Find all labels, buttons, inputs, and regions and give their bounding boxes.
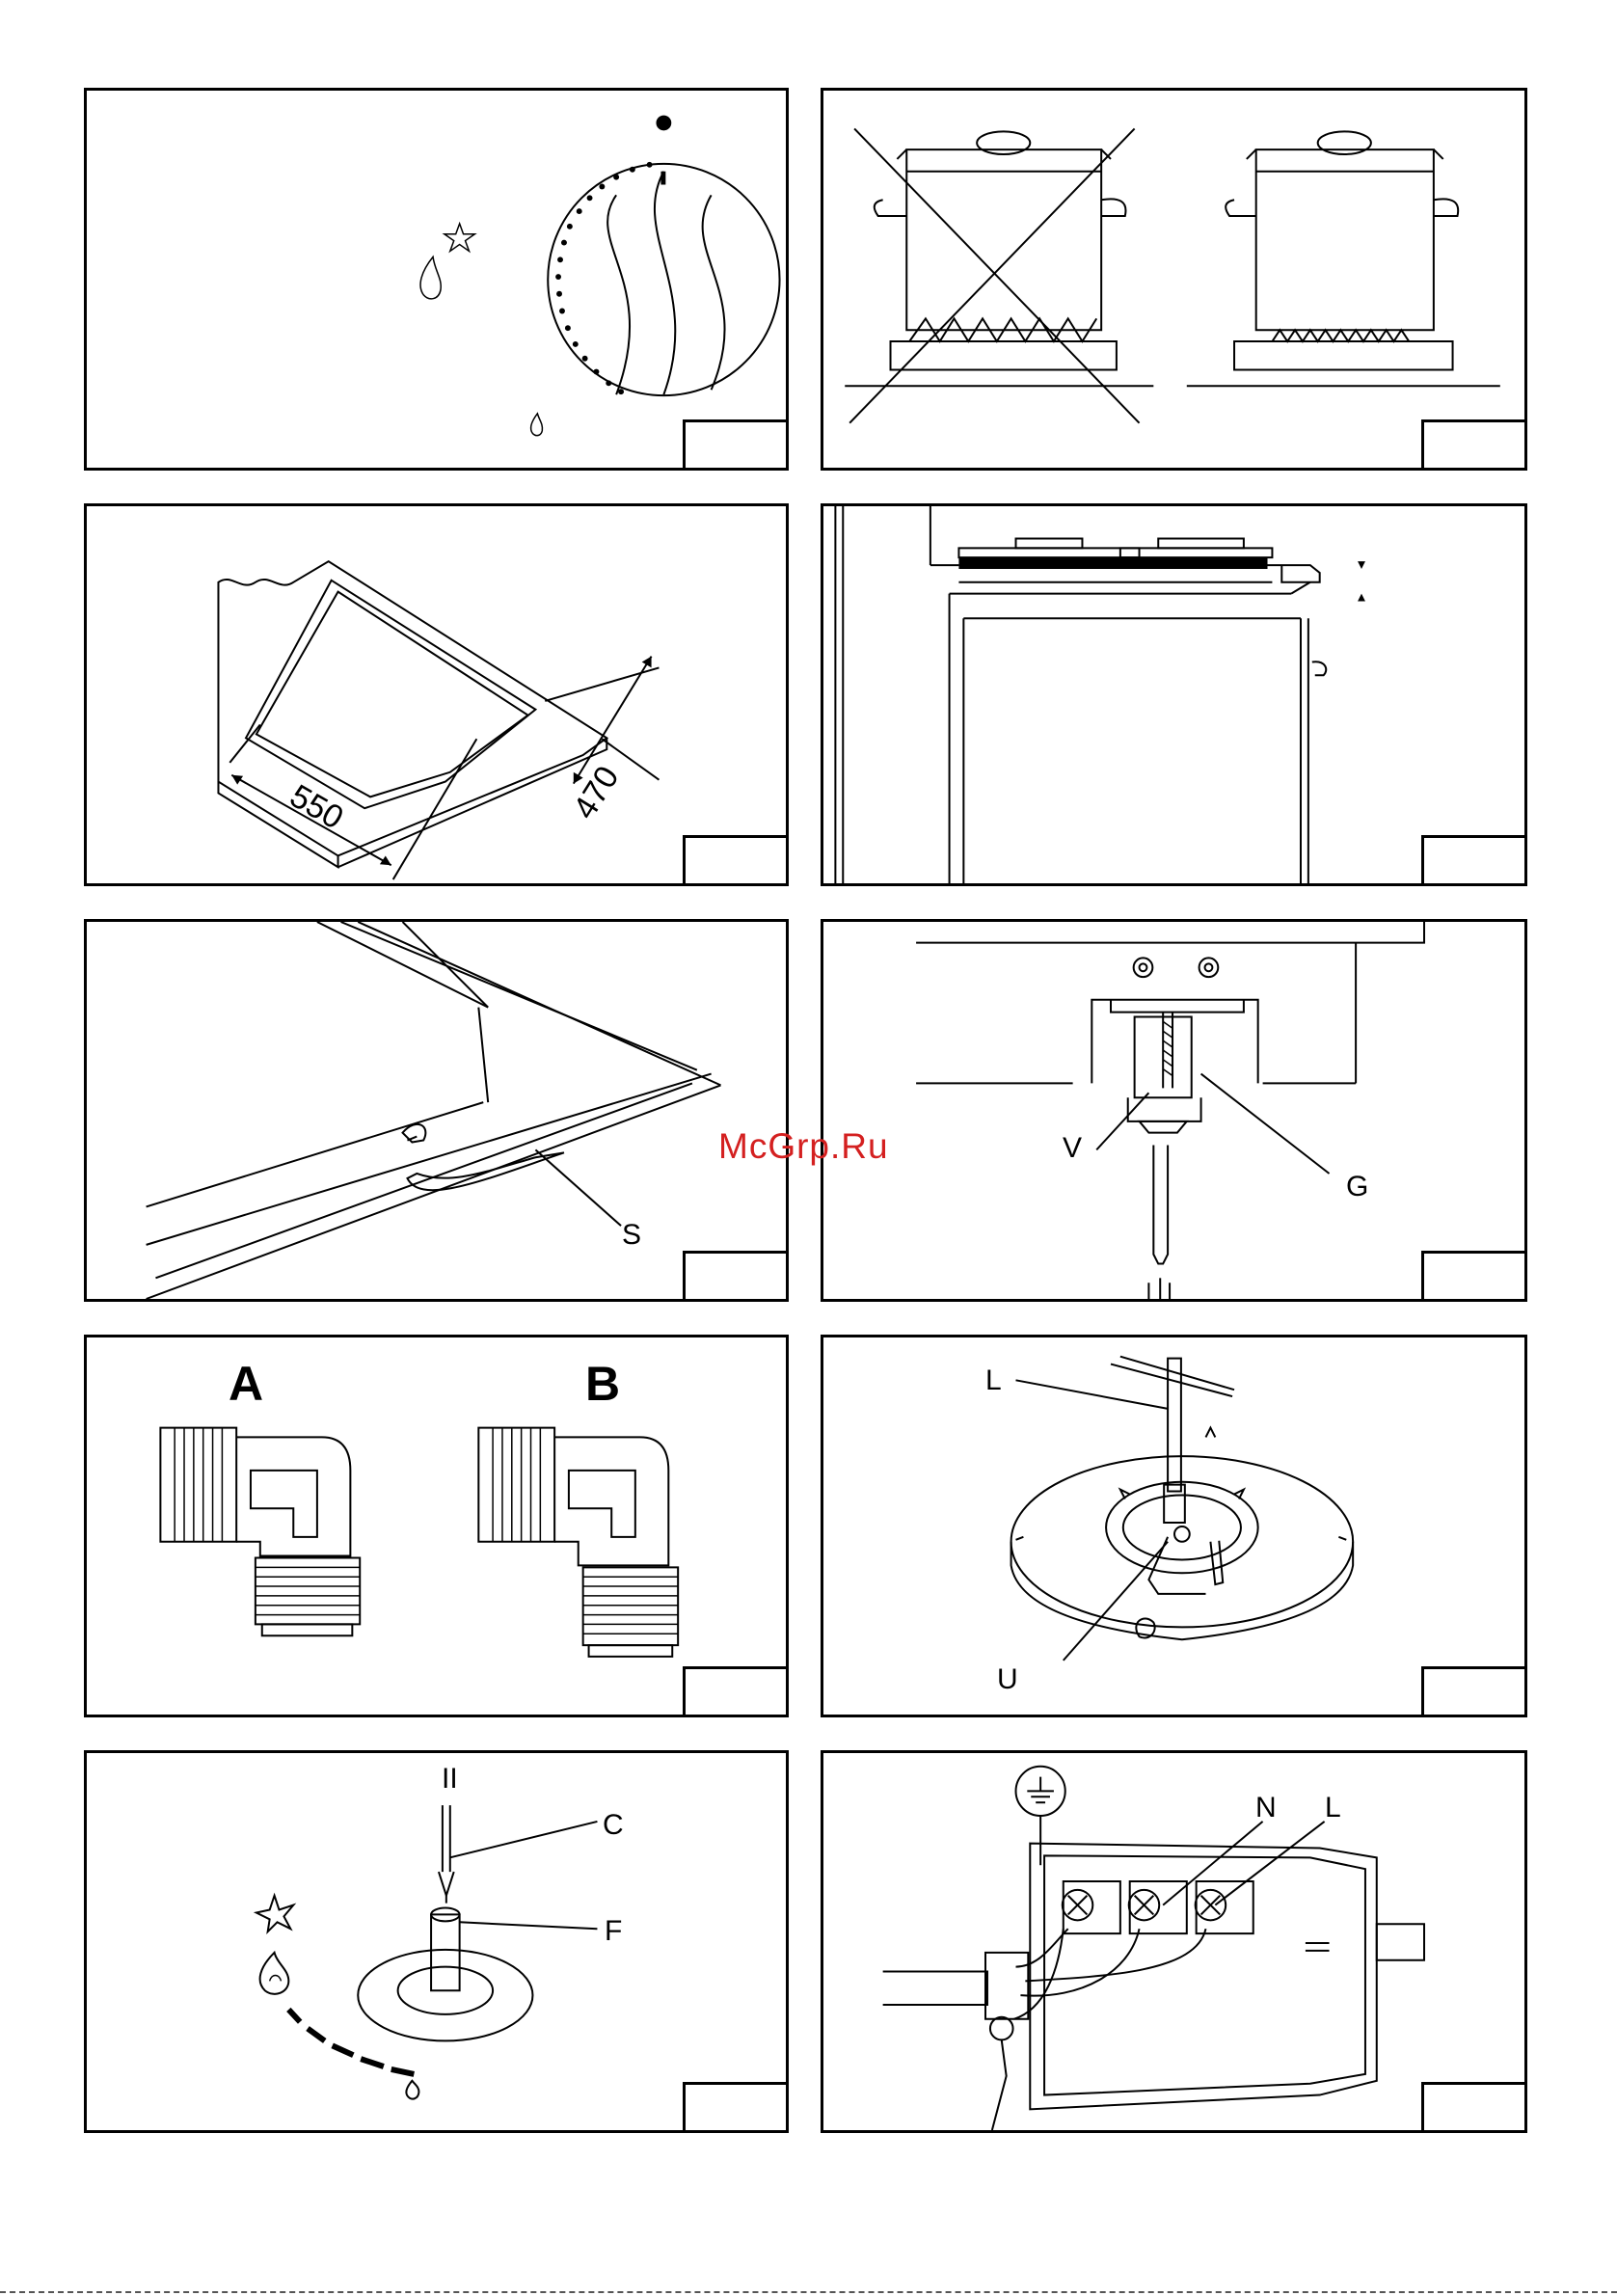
large-flame-icon: [420, 257, 441, 298]
large-flame-icon: [260, 1953, 289, 1994]
figure-number-tab: [683, 2082, 789, 2133]
flame-scale-dashes: [288, 2010, 414, 2074]
figure-number-tab: [1421, 835, 1527, 886]
page-bottom-edge: [0, 2291, 1617, 2293]
figure-number-tab: [683, 1251, 789, 1302]
connector-b: [478, 1428, 678, 1657]
figure-injector-replacement: L U: [821, 1335, 1527, 1717]
pot-too-small-wrong: [845, 131, 1153, 386]
label-bracket-g: G: [1346, 1173, 1368, 1202]
star-icon: [256, 1896, 293, 1931]
knob-illustration: [87, 91, 786, 468]
figure-seal-fitting: S: [84, 919, 789, 1302]
knob-dial-dots: [555, 162, 652, 394]
figure-fixing-bracket: V G: [821, 919, 1527, 1302]
figure-pot-size: [821, 88, 1527, 471]
star-icon: [445, 224, 475, 252]
figure-number-tab: [1421, 1666, 1527, 1717]
connectors-illustration: [87, 1337, 786, 1715]
figure-number-tab: [1421, 419, 1527, 471]
pot-illustration: [823, 91, 1524, 468]
worktop-cutout-illustration: [87, 506, 786, 883]
burner-injector-illustration: [823, 1337, 1524, 1715]
figure-number-tab: [1421, 2082, 1527, 2133]
figure-electrical-connection: N L: [821, 1750, 1527, 2133]
figure-knob-positions: [84, 88, 789, 471]
small-flame-icon: [406, 2081, 418, 2099]
figure-number-tab: [683, 1666, 789, 1717]
fixing-bracket-illustration: [823, 922, 1524, 1299]
figure-number-tab: [683, 835, 789, 886]
figure-cutout-dimensions: 550 470: [84, 503, 789, 886]
connector-a: [160, 1428, 360, 1636]
flame-adjust-illustration: [87, 1753, 786, 2130]
hob-section-illustration: [823, 506, 1524, 883]
figure-gas-connectors: A B: [84, 1335, 789, 1717]
figure-number-tab: [1421, 1251, 1527, 1302]
figure-flame-adjustment: II C F: [84, 1750, 789, 2133]
site-watermark: McGrp.Ru: [718, 1126, 889, 1167]
figure-number-tab: [683, 419, 789, 471]
pot-correct-size: [1187, 131, 1500, 386]
label-screw-v: V: [1063, 1134, 1082, 1163]
seal-illustration: [87, 922, 786, 1299]
label-seal-s: S: [622, 1221, 641, 1250]
terminal-block-illustration: [823, 1753, 1524, 2130]
figure-hob-cross-section: [821, 503, 1527, 886]
small-flame-icon: [531, 414, 543, 436]
